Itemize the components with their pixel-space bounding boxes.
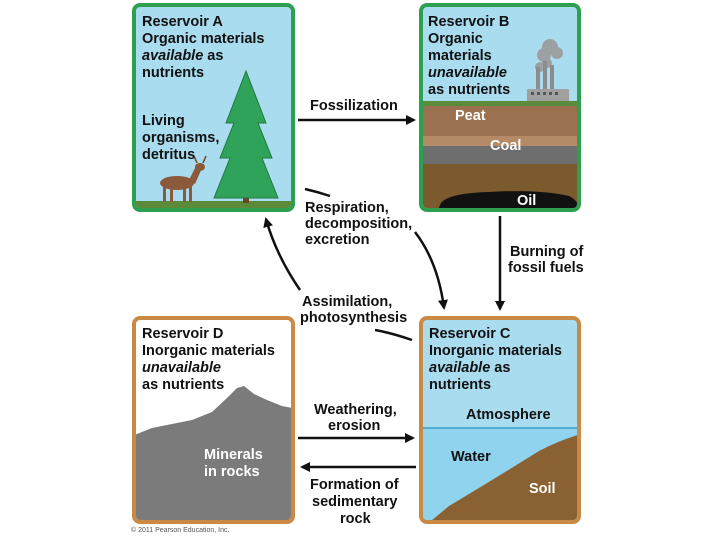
- reservoir-a-box: Reservoir A Organic materials available …: [132, 3, 295, 212]
- reservoir-d-illustration: [136, 386, 291, 520]
- assimilation-label-line2: photosynthesis: [300, 310, 408, 326]
- soil-slope-icon: [432, 435, 577, 520]
- reservoir-a-desc-line3: nutrients: [142, 65, 205, 81]
- reservoir-a-desc-line2: available as: [142, 48, 223, 64]
- reservoir-a-contents-line3: detritus: [142, 147, 196, 163]
- reservoir-b-box: Reservoir B Organic materials unavailabl…: [419, 3, 581, 212]
- reservoir-a-title: Reservoir A: [142, 14, 223, 30]
- oil-deposit-icon: [438, 191, 577, 208]
- reservoir-c-available-emphasis: available: [429, 360, 491, 376]
- reservoir-b-title: Reservoir B: [428, 14, 510, 30]
- reservoir-c-desc-line1: Inorganic materials: [429, 343, 562, 359]
- formation-label-line3: rock: [340, 511, 371, 527]
- rock-mountain-icon: [136, 386, 291, 520]
- reservoir-a-illustration: [136, 69, 291, 208]
- respiration-label-line1: Respiration,: [305, 200, 389, 216]
- reservoir-d-desc-line2: unavailable: [142, 360, 221, 376]
- zone-label-atmosphere: Atmosphere: [466, 407, 551, 423]
- weathering-label-line2: erosion: [328, 418, 381, 434]
- reservoir-c-desc-line2: available as: [429, 360, 510, 376]
- reservoir-d-box: Reservoir D Inorganic materials unavaila…: [132, 316, 295, 524]
- reservoir-c-desc-line3: nutrients: [429, 377, 492, 393]
- weathering-label-line1: Weathering,: [314, 402, 397, 418]
- respiration-label-line2: decomposition,: [305, 216, 413, 232]
- reservoir-b-desc-line2: materials: [428, 48, 492, 64]
- reservoir-a-desc-line2-rest: as: [203, 48, 224, 64]
- respiration-label-line3: excretion: [305, 232, 370, 248]
- reservoir-a-available-emphasis: available: [142, 48, 204, 64]
- reservoir-b-illustration: [423, 39, 577, 208]
- reservoir-d-unavailable-emphasis: unavailable: [142, 360, 221, 376]
- layer-label-peat: Peat: [455, 108, 486, 124]
- assimilation-label-line1: Assimilation,: [302, 294, 393, 310]
- layer-label-coal: Coal: [490, 138, 522, 154]
- deer-icon: [160, 155, 207, 202]
- reservoir-c-desc-line2-rest: as: [490, 360, 511, 376]
- burning-label-line2: fossil fuels: [508, 260, 584, 276]
- zone-label-soil: Soil: [529, 481, 556, 497]
- evergreen-tree-icon: [213, 69, 279, 203]
- formation-label-line1: Formation of: [310, 477, 399, 493]
- reservoir-d-desc-line3: as nutrients: [142, 377, 225, 393]
- reservoir-a-contents-line1: Living: [142, 113, 185, 129]
- reservoir-c-title: Reservoir C: [429, 326, 511, 342]
- reservoir-b-desc-line1: Organic: [428, 31, 483, 47]
- reservoir-a-contents-line2: organisms,: [142, 130, 220, 146]
- reservoir-b-desc-line4: as nutrients: [428, 82, 511, 98]
- layer-label-oil: Oil: [517, 193, 537, 209]
- reservoir-d-desc-line1: Inorganic materials: [142, 343, 275, 359]
- reservoir-d-contents-line1: Minerals: [204, 447, 263, 463]
- respiration-arrow: [304, 187, 444, 308]
- reservoir-c-illustration: [423, 427, 577, 520]
- assimilation-arrow: [266, 219, 413, 342]
- reservoir-d-title: Reservoir D: [142, 326, 224, 342]
- reservoir-b-unavailable-emphasis: unavailable: [428, 65, 507, 81]
- formation-label-line2: sedimentary: [312, 494, 398, 510]
- reservoir-a-desc-line1: Organic materials: [142, 31, 265, 47]
- reservoir-d-contents-line2: in rocks: [204, 464, 260, 480]
- burning-label-line1: Burning of: [510, 244, 584, 260]
- fossilization-label: Fossilization: [310, 98, 398, 114]
- reservoir-b-desc-line3: unavailable: [428, 65, 507, 81]
- power-plant-icon: [527, 61, 569, 101]
- copyright-notice: © 2011 Pearson Education, Inc.: [131, 527, 230, 534]
- zone-label-water: Water: [451, 449, 491, 465]
- reservoir-c-box: Reservoir C Inorganic materials availabl…: [419, 316, 581, 524]
